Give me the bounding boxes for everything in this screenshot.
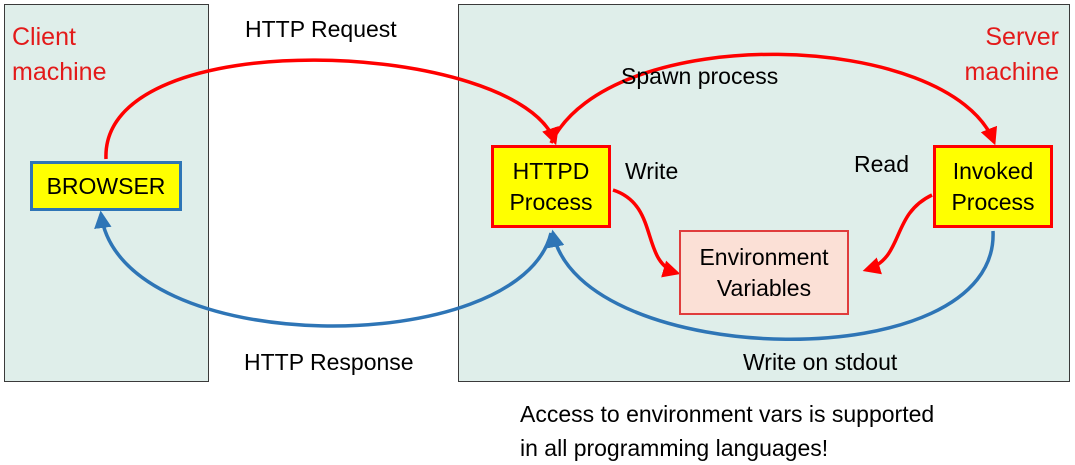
stdout-arrow xyxy=(547,229,995,341)
browser-box: BROWSER xyxy=(30,161,182,211)
spawn-process-arrow xyxy=(549,52,997,146)
write-env-arrow xyxy=(612,188,681,278)
write-on-stdout-label: Write on stdout xyxy=(743,349,898,375)
footnote: Access to environment vars is supported … xyxy=(520,401,935,461)
write-label: Write xyxy=(625,158,679,184)
server-machine-label: Server machine xyxy=(964,23,1060,86)
spawn-process-label: Spawn process xyxy=(621,63,779,89)
environment-variables-box: Environment Variables xyxy=(679,230,849,315)
read-env-arrow xyxy=(862,193,933,275)
http-response-arrow xyxy=(94,210,553,328)
invoked-process-box: Invoked Process xyxy=(933,145,1053,228)
client-machine-label: Client machine xyxy=(12,23,107,86)
httpd-process-box: HTTPD Process xyxy=(491,145,611,228)
http-response-label: HTTP Response xyxy=(244,349,414,375)
http-request-arrow xyxy=(104,58,559,160)
read-label: Read xyxy=(854,151,909,177)
http-request-label: HTTP Request xyxy=(245,16,397,42)
